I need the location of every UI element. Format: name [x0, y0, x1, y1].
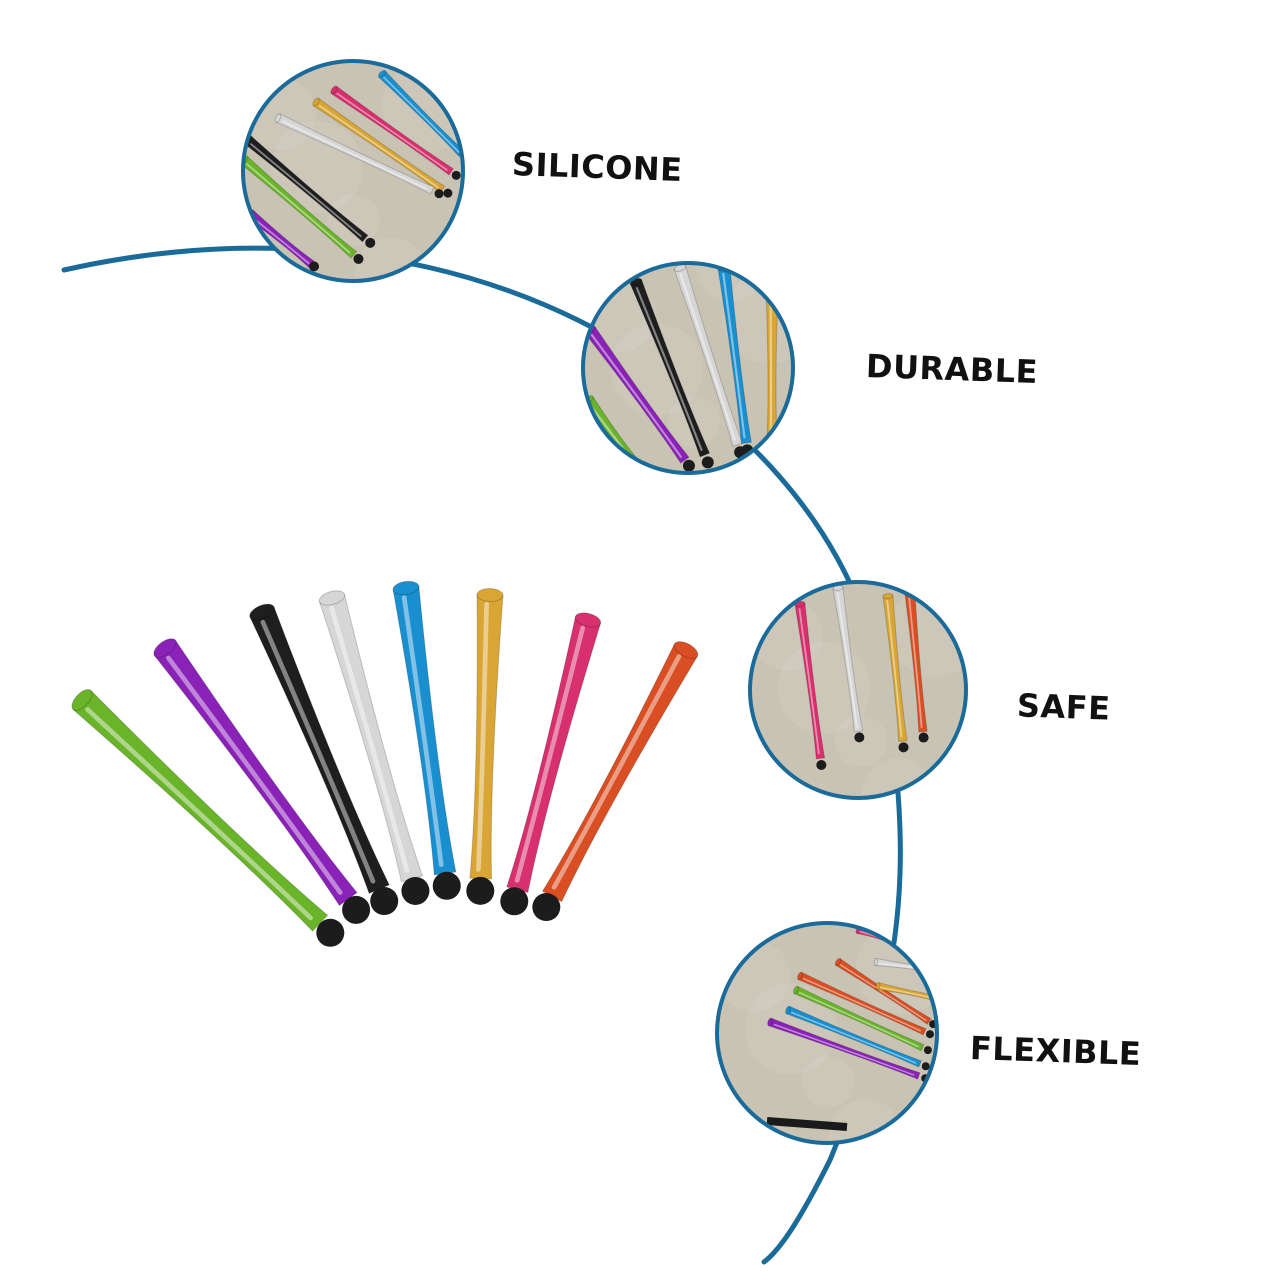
- feature-photo-safe: [748, 580, 968, 800]
- feature-photo-durable: [581, 261, 795, 475]
- small-stylus-safe-1: [832, 584, 865, 743]
- small-stylus-silicone-6: [245, 209, 320, 272]
- feature-photo-frame-silicone: [241, 59, 465, 283]
- small-stylus-safe-3-tip: [918, 732, 929, 743]
- small-stylus-durable-3-tip: [766, 439, 778, 452]
- feature-label-durable: DURABLE: [865, 347, 1039, 391]
- small-stylus-durable-0-tip: [701, 456, 714, 469]
- large-stylus-green: [71, 689, 345, 947]
- small-stylus-durable-0: [629, 277, 714, 469]
- small-stylus-silicone-0: [377, 69, 463, 162]
- small-stylus-flexible-1-tip: [921, 1062, 930, 1071]
- feature-label-silicone: SILICONE: [511, 145, 684, 189]
- small-stylus-safe-1-tip: [854, 732, 865, 743]
- small-stylus-durable-4: [584, 325, 695, 472]
- small-stylus-silicone-6-tip: [309, 261, 320, 272]
- feature-photo-frame-durable: [581, 261, 795, 475]
- small-stylus-flexible-1: [785, 1005, 930, 1071]
- feature-photo-frame-flexible: [715, 921, 939, 1145]
- small-stylus-durable-4-tip: [682, 459, 695, 472]
- large-stylus-pink-tip: [500, 887, 529, 916]
- small-stylus-flexible-2: [793, 985, 932, 1055]
- small-stylus-flexible-6-tip: [930, 966, 937, 974]
- small-stylus-silicone-5-tip: [353, 253, 364, 264]
- feature-label-safe: SAFE: [1016, 686, 1112, 728]
- small-stylus-flexible-2-tip: [923, 1046, 932, 1055]
- large-stylus-blue: [392, 580, 461, 900]
- small-stylus-safe-0-tip: [816, 760, 827, 771]
- small-stylus-silicone-1-tip: [451, 170, 461, 180]
- small-stylus-flexible-3: [797, 971, 934, 1039]
- small-stylus-flexible-0: [767, 1017, 930, 1083]
- large-stylus-gold: [466, 587, 504, 905]
- large-stylus-blue-tip: [432, 871, 461, 900]
- small-stylus-silicone-4-tip: [365, 237, 376, 248]
- small-stylus-silicone-2-tip: [443, 188, 453, 198]
- feature-photo-frame-safe: [748, 580, 968, 800]
- large-stylus-green-tip: [316, 918, 345, 947]
- large-stylus-silver: [318, 590, 430, 905]
- feature-photo-flexible: [715, 921, 939, 1145]
- small-stylus-safe-2-tip: [898, 742, 909, 753]
- large-stylus-black: [249, 603, 399, 916]
- large-stylus-orange: [532, 641, 699, 922]
- large-stylus-pink: [500, 612, 602, 916]
- large-stylus-black-tip: [370, 887, 399, 916]
- large-stylus-silver-tip: [401, 876, 430, 905]
- small-stylus-silicone-3-tip: [434, 189, 444, 199]
- small-stylus-silicone-3: [274, 113, 444, 199]
- small-stylus-flexible-3-tip: [925, 1030, 934, 1039]
- large-stylus-purple-tip: [342, 895, 371, 924]
- large-stylus-orange-tip: [532, 893, 561, 922]
- small-stylus-safe-3: [904, 590, 929, 743]
- large-stylus-purple: [153, 638, 371, 924]
- large-stylus-gold-tip: [466, 876, 495, 905]
- small-stylus-silicone-1: [330, 85, 461, 180]
- small-stylus-silicone-2: [312, 97, 453, 198]
- feature-label-flexible: FLEXIBLE: [969, 1029, 1142, 1073]
- small-stylus-safe-2: [882, 592, 909, 753]
- stylus-fan: [71, 580, 699, 947]
